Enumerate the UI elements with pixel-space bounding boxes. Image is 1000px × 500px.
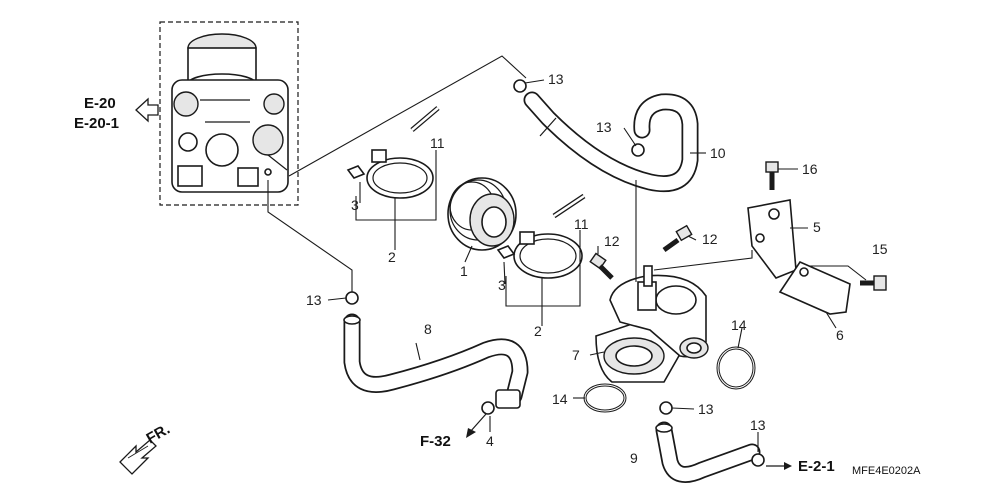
callout-4: 4 [486,433,494,449]
ref-e20-1: E-20-1 [74,115,119,132]
callout-11-lower: 11 [574,216,589,232]
tube-10 [523,91,699,193]
callout-13-tube: 13 [596,119,612,135]
intake-manifold-7 [595,265,709,383]
f32-arrow [466,413,487,438]
callout-13-left: 13 [306,292,322,308]
diagram-code: MFE4E0202A [852,465,921,477]
callout-13-right: 13 [750,417,766,433]
callout-1: 1 [460,263,468,279]
ref-e2-1: E-2-1 [798,458,835,475]
insulator-1 [447,177,517,251]
clamp-bands [366,149,583,279]
callout-5: 5 [813,219,821,235]
hose-9 [655,421,761,483]
bracket-5 [747,199,797,279]
carburetor-assembly [159,21,299,206]
callout-12-left: 12 [604,233,620,249]
bolt-15 [860,275,887,291]
callout-9: 9 [630,450,638,466]
callout-11-upper: 11 [430,135,445,151]
callout-12-right: 12 [702,231,718,247]
callout-13-top: 13 [548,71,564,87]
ref-f32: F-32 [420,433,451,450]
callout-15: 15 [872,241,888,257]
e2-1-arrow [766,462,792,470]
callout-labels: 1 2 2 3 3 4 5 6 7 8 9 10 11 11 12 12 13 … [306,71,888,466]
callout-6: 6 [836,327,844,343]
callout-3-upper: 3 [351,197,359,213]
callout-3-lower: 3 [498,277,506,293]
e20-arrow [135,97,159,123]
callout-2-upper: 2 [388,249,396,265]
stay-6 [778,260,851,315]
callout-2-lower: 2 [534,323,542,339]
callout-13-bottom: 13 [698,401,714,417]
hose-clips-13 [345,79,765,467]
callout-8: 8 [424,321,432,337]
callout-14-left: 14 [552,391,568,407]
reference-labels: E-20 E-20-1 F-32 E-2-1 FR. MFE4E0202A [74,95,921,477]
ref-e20: E-20 [84,95,116,112]
callout-7: 7 [572,347,580,363]
front-direction-arrow [119,439,157,475]
clip-4 [481,401,495,415]
callout-14-right: 14 [731,317,747,333]
bolts-12 [589,224,693,280]
clamp-screws [346,106,586,259]
bolt-16 [765,161,779,190]
callout-16: 16 [802,161,818,177]
leader-lines [267,55,867,452]
callout-10: 10 [710,145,726,161]
hose-8 [343,313,529,409]
